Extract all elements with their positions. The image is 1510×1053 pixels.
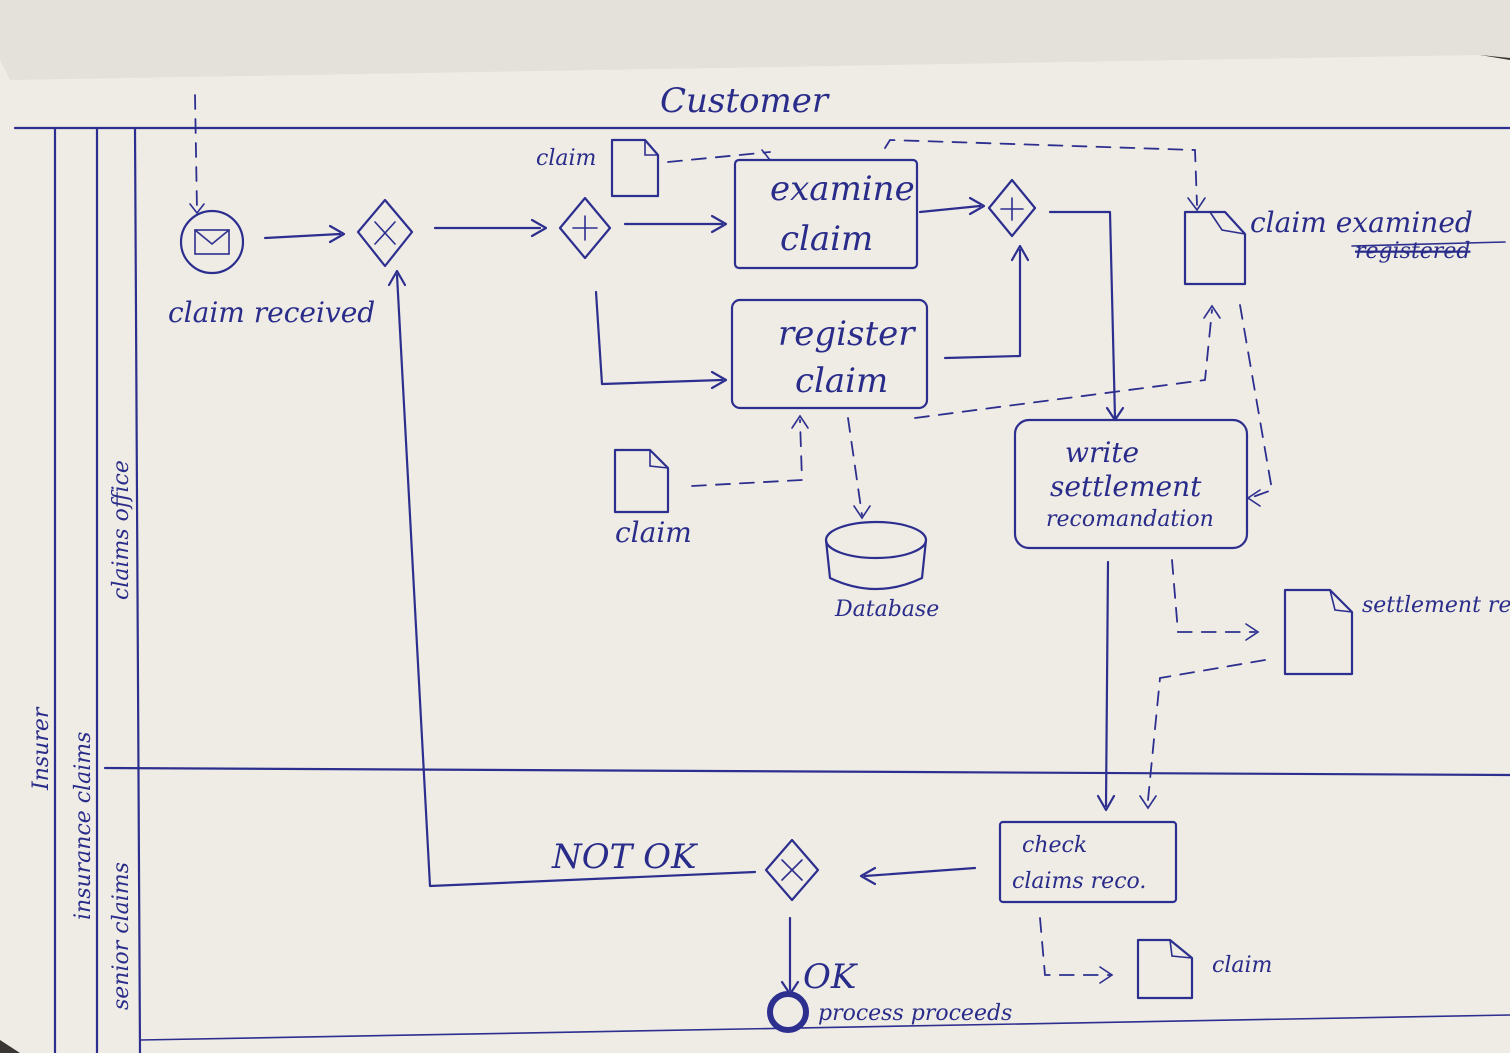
task-write-label-1: write bbox=[1065, 436, 1139, 469]
claim-document-bottom bbox=[1136, 938, 1194, 1000]
lane-group-label: insurance claims bbox=[71, 732, 96, 920]
customer-label: Customer bbox=[660, 81, 830, 121]
end-event bbox=[767, 991, 809, 1033]
claim-document-top bbox=[610, 138, 660, 198]
task-examine-label-2: claim bbox=[780, 219, 873, 259]
task-write-label-3: recomandation bbox=[1046, 507, 1214, 532]
claim-examined-label: claim examined bbox=[1250, 206, 1473, 239]
task-write-settlement bbox=[1013, 418, 1249, 550]
customer-message-flow bbox=[194, 94, 198, 211]
task-examine-label-1: examine bbox=[770, 169, 915, 209]
xor-gateway-decision bbox=[764, 838, 820, 902]
claim-examined-document bbox=[1183, 210, 1247, 286]
database-label: Database bbox=[834, 597, 939, 622]
start-event-label: claim received bbox=[168, 296, 375, 329]
task-register-claim bbox=[730, 298, 929, 410]
task-write-label-2: settlement bbox=[1050, 470, 1202, 503]
message-arrowhead bbox=[189, 203, 205, 215]
paper-top-flap bbox=[0, 0, 1510, 80]
start-event bbox=[179, 209, 245, 275]
end-event-label: process proceeds bbox=[818, 1001, 1012, 1026]
task-check-label-2: claims reco. bbox=[1012, 869, 1146, 894]
settlement-reco-label: settlement recomond bbox=[1362, 593, 1510, 618]
parallel-gateway-join bbox=[987, 178, 1037, 238]
pool-structure bbox=[13, 126, 1510, 1053]
database-store bbox=[824, 520, 928, 591]
settlement-reco-document bbox=[1283, 588, 1354, 676]
pool-label: Insurer bbox=[29, 706, 54, 791]
claim-top-label: claim bbox=[536, 146, 596, 171]
xor-gateway-merge bbox=[356, 198, 414, 268]
claim-bottom-label: claim bbox=[1212, 953, 1272, 978]
not-ok-label: NOT OK bbox=[551, 837, 699, 877]
ok-label: OK bbox=[803, 957, 859, 997]
task-register-label-2: claim bbox=[795, 361, 888, 401]
paper-sheet bbox=[0, 40, 1510, 1053]
parallel-gateway-split bbox=[558, 196, 612, 260]
task-register-label-1: register bbox=[778, 314, 916, 354]
task-check-claims bbox=[998, 820, 1178, 904]
task-check-label-1: check bbox=[1022, 833, 1087, 858]
task-examine-claim bbox=[733, 158, 919, 270]
claim-left-label: claim bbox=[615, 516, 692, 549]
lane-label-claims-office: claims office bbox=[109, 460, 134, 600]
claim-document-left bbox=[613, 448, 670, 514]
lane-label-senior-claims: senior claims bbox=[109, 862, 134, 1010]
